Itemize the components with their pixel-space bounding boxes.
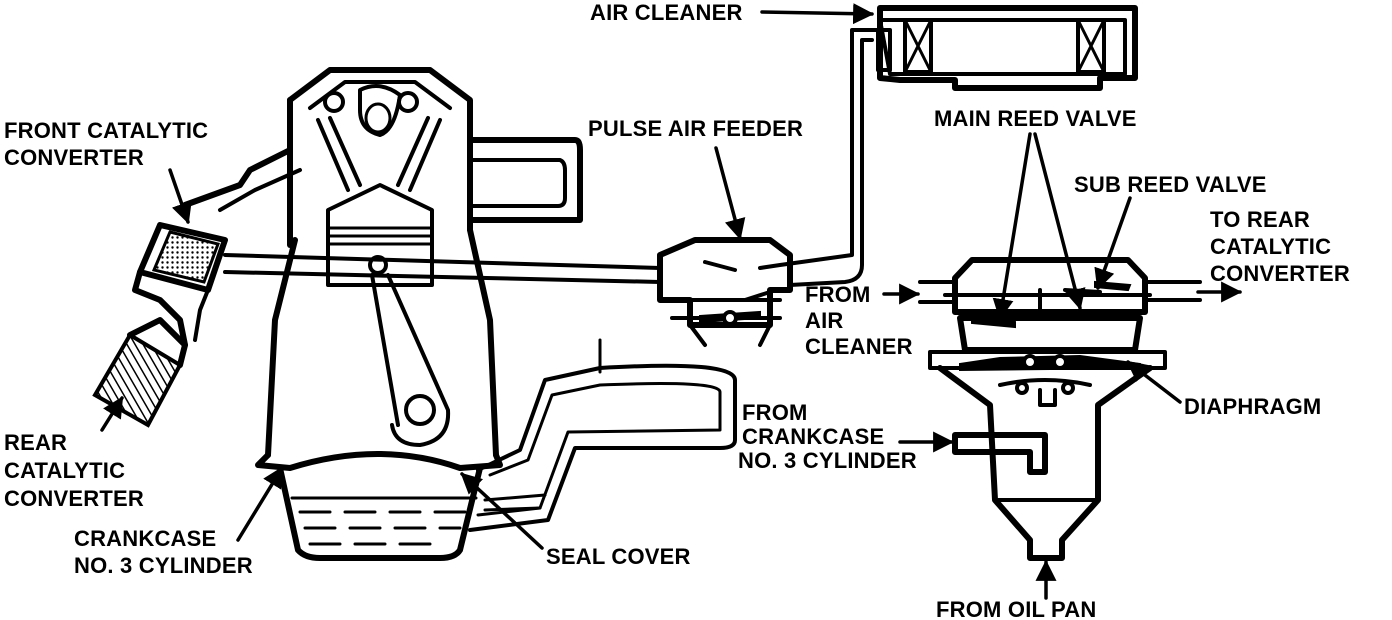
label-from-crank-1: FROM xyxy=(742,400,808,425)
label-main-reed-valve: MAIN REED VALVE xyxy=(934,106,1137,131)
pulse-air-feeder xyxy=(657,237,793,347)
pulse-air-feeder-detail xyxy=(918,257,1202,561)
label-rear-cat-1: REAR xyxy=(4,430,67,455)
engine-block xyxy=(182,67,737,561)
label-diaphragm: DIAPHRAGM xyxy=(1184,394,1321,419)
label-crankcase-1: CRANKCASE xyxy=(74,526,216,551)
intake-pipe xyxy=(223,253,662,284)
label-from-oil-pan: FROM OIL PAN xyxy=(936,597,1096,620)
label-rear-cat-2: CATALYTIC xyxy=(4,458,125,483)
label-to-rear-3: CONVERTER xyxy=(1210,261,1350,286)
label-crankcase-2: NO. 3 CYLINDER xyxy=(74,553,253,578)
label-from-crank-2: CRANKCASE xyxy=(742,424,884,449)
label-from-air-3: CLEANER xyxy=(805,334,913,359)
label-sub-reed-valve: SUB REED VALVE xyxy=(1074,172,1267,197)
rear-catalytic-converter xyxy=(92,317,188,428)
air-cleaner xyxy=(876,5,1138,91)
air-cleaner-hose xyxy=(758,28,880,287)
label-air-cleaner: AIR CLEANER xyxy=(590,0,743,25)
label-from-air-1: FROM xyxy=(805,282,871,307)
leader-lines xyxy=(100,3,1243,600)
label-from-air-2: AIR xyxy=(805,308,844,333)
label-front-catalytic: FRONT CATALYTIC xyxy=(4,118,208,143)
label-rear-cat-3: CONVERTER xyxy=(4,486,144,511)
label-to-rear-1: TO REAR xyxy=(1210,207,1310,232)
label-front-converter: CONVERTER xyxy=(4,145,144,170)
label-pulse-air-feeder: PULSE AIR FEEDER xyxy=(588,116,803,141)
labels: AIR CLEANER FRONT CATALYTIC CONVERTER PU… xyxy=(4,0,1350,620)
label-seal-cover: SEAL COVER xyxy=(546,544,691,569)
label-to-rear-2: CATALYTIC xyxy=(1210,234,1331,259)
front-catalytic-converter xyxy=(132,222,228,348)
label-from-crank-3: NO. 3 CYLINDER xyxy=(738,448,917,473)
